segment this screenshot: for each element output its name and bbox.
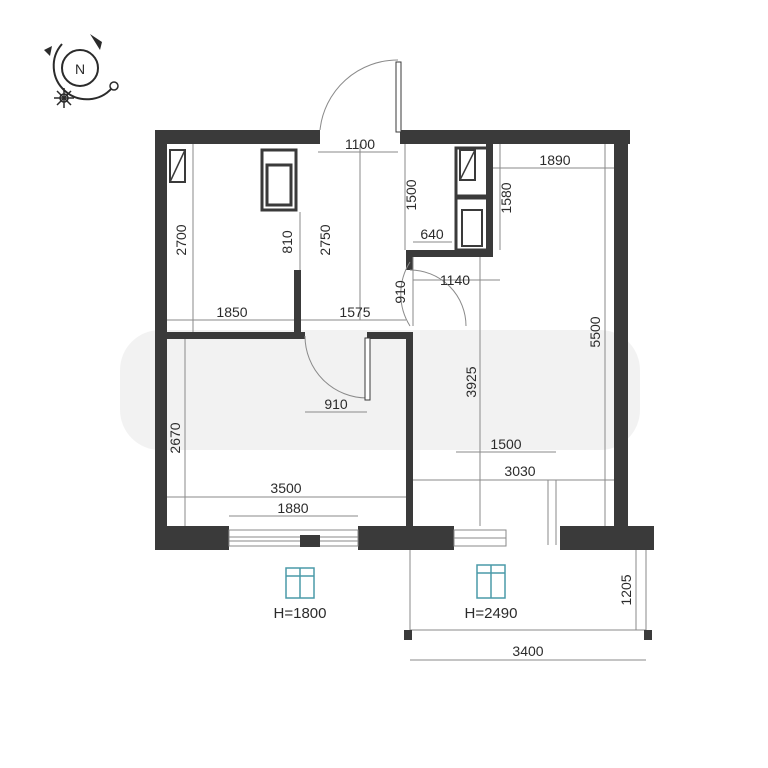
dim-1580: 1580	[498, 182, 514, 213]
compass-dot-icon	[109, 81, 119, 91]
dim-2670: 2670	[167, 422, 183, 453]
bath-door-swing	[400, 261, 411, 327]
partition-bath-jamb	[406, 250, 413, 270]
balcony	[404, 550, 652, 640]
compass-dial	[61, 49, 99, 87]
wall-left	[155, 130, 167, 550]
dim-1205: 1205	[618, 574, 634, 605]
dim-3030: 3030	[504, 463, 535, 479]
dim-1500-horizontal: 1500	[490, 436, 521, 452]
entrance-door-swing	[319, 59, 399, 131]
partition-bath-bottom	[406, 250, 486, 257]
wall-bottom-right	[560, 526, 654, 550]
compass-ring	[52, 43, 113, 101]
dim-3925: 3925	[463, 366, 479, 397]
window-left	[228, 529, 359, 547]
wardrobe-inner	[265, 163, 293, 207]
dim-1100: 1100	[345, 136, 375, 152]
compass-arrow-icon	[90, 34, 102, 50]
dim-1500-vertical: 1500	[403, 179, 419, 210]
doors	[304, 59, 467, 401]
dim-640: 640	[420, 226, 444, 242]
partition-bedroom-top	[167, 332, 305, 339]
washbasin	[454, 146, 490, 198]
dimension-lines	[167, 144, 646, 661]
walls	[155, 130, 654, 550]
partition-closet	[294, 270, 301, 336]
dim-3500: 3500	[270, 480, 301, 496]
compass: N	[44, 34, 119, 108]
dim-1140: 1140	[440, 272, 470, 288]
dimension-labels: 1100 1890 1500 1580 2700 810 2750 640 91…	[167, 136, 634, 659]
dim-1850: 1850	[216, 304, 247, 320]
window-left-icon	[285, 567, 315, 599]
windows	[228, 480, 557, 547]
window-left-height: H=1800	[274, 605, 327, 622]
corner-shaft	[169, 149, 186, 183]
sun-icon	[54, 88, 74, 108]
shower	[454, 196, 490, 252]
wall-top-right	[400, 130, 630, 144]
bedroom-door-leaf	[364, 337, 371, 401]
dim-1890: 1890	[539, 152, 570, 168]
fixtures	[169, 146, 490, 252]
shaft-bath	[459, 149, 476, 181]
window-right-height: H=2490	[465, 605, 518, 622]
wall-bottom-middle	[358, 526, 454, 550]
bedroom-door-swing	[304, 335, 368, 399]
living-door-swing	[409, 269, 467, 327]
wall-right	[614, 130, 628, 526]
dim-1575: 1575	[339, 304, 370, 320]
entrance-door-leaf	[395, 61, 402, 133]
dim-1880: 1880	[277, 500, 308, 516]
partition-hall	[367, 332, 412, 339]
window-right-icon	[476, 564, 506, 599]
compass-letter: N	[75, 61, 85, 77]
dim-810: 810	[279, 230, 295, 254]
dim-2750: 2750	[317, 224, 333, 255]
compass-tick-icon	[44, 46, 52, 56]
wall-top-left	[155, 130, 320, 144]
wall-bottom-left	[155, 526, 229, 550]
dim-2700: 2700	[173, 224, 189, 255]
dim-5500: 5500	[587, 316, 603, 347]
dim-3400: 3400	[512, 643, 543, 659]
partition-living-left	[406, 332, 413, 528]
wardrobe	[260, 148, 298, 212]
dim-910-vertical: 910	[392, 280, 408, 304]
watermark	[120, 330, 640, 450]
dim-910-horizontal: 910	[324, 396, 348, 412]
